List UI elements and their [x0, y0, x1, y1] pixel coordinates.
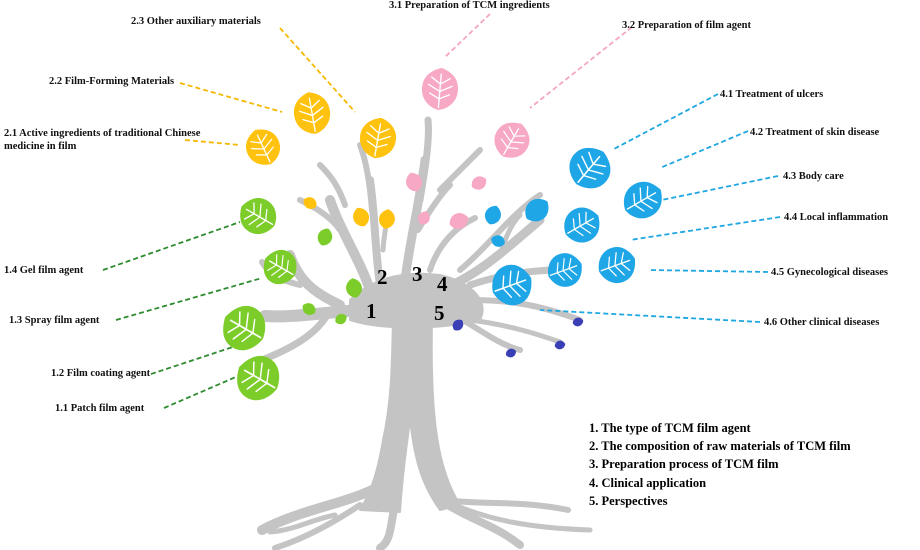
- legend-item-3: 3. Preparation process of TCM film: [589, 457, 779, 472]
- label-2-3: 2.3 Other auxiliary materials: [131, 16, 261, 27]
- label-1-4: 1.4 Gel film agent: [4, 265, 84, 276]
- connector-lines: [102, 13, 781, 409]
- label-4-2: 4.2 Treatment of skin disease: [750, 127, 880, 138]
- label-4-1: 4.1 Treatment of ulcers: [720, 89, 824, 100]
- leaf-1-1: [227, 346, 289, 410]
- leaf-4-3: [556, 199, 608, 251]
- label-3-1: 3.1 Preparation of TCM ingredients: [389, 0, 550, 11]
- label-4-4: 4.4 Local inflammation: [784, 212, 889, 223]
- leaf-2-1: [239, 122, 287, 172]
- legend-item-2: 2. The composition of raw materials of T…: [589, 439, 851, 454]
- branch-number-1: 1: [366, 299, 377, 323]
- leaf-2-2: [289, 88, 335, 138]
- legend-item-5: 5. Perspectives: [589, 493, 668, 508]
- label-4-3: 4.3 Body care: [783, 171, 844, 182]
- label-4-5: 4.5 Gynecological diseases: [771, 267, 888, 278]
- branch-number-2: 2: [377, 265, 388, 289]
- label-4-6: 4.6 Other clinical diseases: [764, 317, 880, 328]
- label-1-1: 1.1 Patch film agent: [55, 403, 145, 414]
- label-1-3: 1.3 Spray film agent: [9, 315, 100, 326]
- branch-number-4: 4: [437, 272, 448, 296]
- yellow-leaves: [239, 88, 400, 172]
- leaf-1-4: [231, 190, 285, 242]
- green-leaves: [213, 190, 305, 410]
- branch-number-3: 3: [412, 262, 423, 286]
- leaf-4-5: [541, 247, 589, 293]
- leaf-1-2: [213, 296, 275, 360]
- leaf-3-2: [486, 114, 538, 166]
- label-2-2: 2.2 Film-Forming Materials: [49, 76, 175, 87]
- label-2-1: 2.1 Active ingredients of traditional Ch…: [4, 128, 201, 152]
- branch-number-5: 5: [434, 301, 445, 325]
- leaf-3-1: [419, 65, 461, 113]
- legend: 1. The type of TCM film agent 2. The com…: [589, 419, 851, 510]
- leaf-4-1: [559, 137, 621, 199]
- legend-item-4: 4. Clinical application: [589, 475, 707, 490]
- label-3-2: 3.2 Preparation of film agent: [622, 20, 751, 31]
- leaf-4-4: [592, 240, 642, 290]
- label-1-2: 1.2 Film coating agent: [51, 368, 151, 379]
- legend-item-1: 1. The type of TCM film agent: [589, 421, 751, 435]
- leaf-4-2: [615, 173, 671, 227]
